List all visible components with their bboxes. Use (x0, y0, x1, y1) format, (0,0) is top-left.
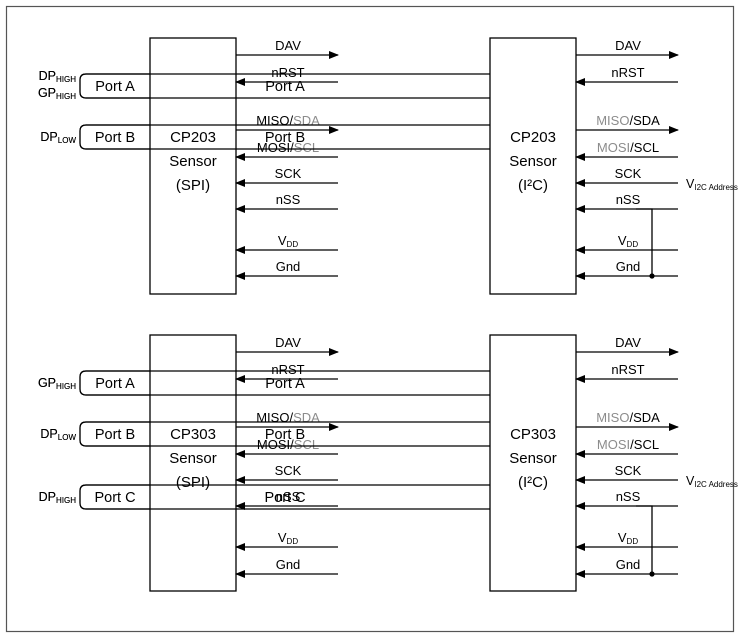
nss-gnd-tie (636, 505, 653, 574)
signal-label: VDD (278, 530, 298, 546)
signal-label: Gnd (616, 557, 641, 572)
sensor-label-line: Sensor (169, 450, 217, 467)
port-label: Port A (95, 376, 135, 392)
sensor-label-line: CP203 (170, 129, 216, 146)
signal-label: MISO/SDA (596, 113, 660, 128)
signal-label: VDD (618, 233, 638, 249)
signal-label: VDD (618, 530, 638, 546)
signal-label: SCK (615, 166, 642, 181)
signal-label: VDD (278, 233, 298, 249)
signal-label: MOSI/SCL (257, 140, 319, 155)
port-external-signal: DPLOW (40, 130, 76, 145)
signal-label: SCK (275, 463, 302, 478)
signal-label: nSS (276, 192, 301, 207)
signal-label: Gnd (276, 259, 301, 274)
port-external-signal: DPLOW (40, 130, 76, 145)
port-external-signal: GPHIGH (38, 376, 76, 391)
port-label: Port A (265, 376, 305, 392)
signal-label: Gnd (616, 259, 641, 274)
port-box (79, 124, 490, 150)
signal-label: DAV (275, 38, 301, 53)
sensor-label-line: CP303 (170, 426, 216, 443)
sensor-box (489, 334, 577, 592)
signal-label: MISO/SDA (256, 113, 320, 128)
port-label: Port B (265, 130, 305, 146)
sensor-label-line: CP203 (510, 129, 556, 146)
signal-label: DAV (275, 335, 301, 350)
junction-dot (649, 571, 655, 577)
port-box (79, 73, 490, 99)
signal-label: MISO/SDA (596, 410, 660, 425)
outer-frame (5, 5, 735, 633)
sensor-box (489, 37, 577, 295)
port-external-signal: DPHIGH (39, 69, 77, 84)
port-label: Port B (265, 427, 305, 443)
junction-dot (649, 273, 655, 279)
i2c-address-signal: VI2C Address (686, 177, 738, 192)
port-external-signal: DPLOW (40, 427, 76, 442)
port-external-signal: DPHIGH (39, 69, 77, 84)
signal-label: MISO/SDA (256, 410, 320, 425)
signal-label: DAV (615, 38, 641, 53)
port-external-signal: DPHIGH (39, 490, 77, 505)
port-external-signal: GPHIGH (38, 86, 76, 101)
sensor-box (149, 334, 237, 592)
port-label: Port B (95, 427, 135, 443)
port-label: Port C (94, 490, 135, 506)
port-box (79, 421, 490, 447)
port-external-signal: GPHIGH (38, 86, 76, 101)
signal-label: nSS (616, 192, 641, 207)
sensor-label-line: (I²C) (518, 177, 548, 194)
sensor-label-line: (SPI) (176, 177, 210, 194)
signal-label: MOSI/SCL (597, 140, 659, 155)
signal-label: nRST (611, 362, 644, 377)
signal-label: nRST (271, 65, 304, 80)
port-label: Port A (265, 79, 305, 95)
signal-label: MOSI/SCL (257, 437, 319, 452)
port-label: Port C (264, 490, 305, 506)
sensor-label-line: Sensor (169, 153, 217, 170)
nss-gnd-tie (636, 208, 653, 276)
signal-label: nRST (611, 65, 644, 80)
i2c-address-signal: VI2C Address (686, 474, 738, 489)
port-box (79, 370, 490, 396)
signal-label: SCK (275, 166, 302, 181)
port-external-signal: DPLOW (40, 427, 76, 442)
signal-label: nRST (271, 362, 304, 377)
port-label: Port A (95, 79, 135, 95)
signal-label: MOSI/SCL (597, 437, 659, 452)
sensor-label-line: Sensor (509, 153, 557, 170)
sensor-label-line: (SPI) (176, 474, 210, 491)
signal-label: nSS (616, 489, 641, 504)
sensor-box (149, 37, 237, 295)
signal-label: SCK (615, 463, 642, 478)
sensor-label-line: CP303 (510, 426, 556, 443)
port-box (79, 484, 490, 510)
sensor-label-line: (I²C) (518, 474, 548, 491)
signal-label: Gnd (276, 557, 301, 572)
signal-label: DAV (615, 335, 641, 350)
port-external-signal: GPHIGH (38, 376, 76, 391)
port-label: Port B (95, 130, 135, 146)
signal-label: nSS (276, 489, 301, 504)
port-external-signal: DPHIGH (39, 490, 77, 505)
sensor-label-line: Sensor (509, 450, 557, 467)
